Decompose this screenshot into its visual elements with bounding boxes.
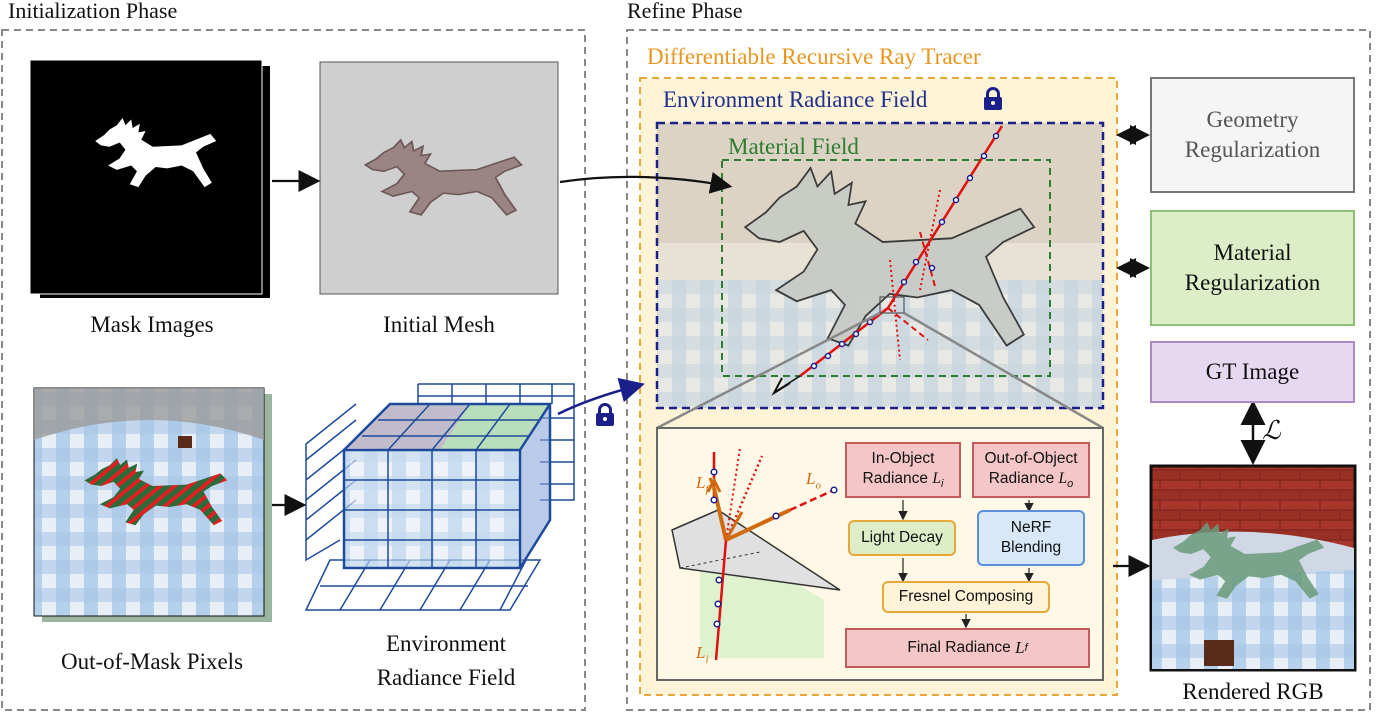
ray-li-symbol: L — [696, 643, 706, 662]
in-object-line2: Radiance — [862, 469, 929, 487]
in-object-radiance-box: In-Object Radiance Li — [845, 442, 961, 498]
light-decay-box: Light Decay — [848, 520, 956, 556]
out-object-line1: Out-of-Object — [984, 449, 1078, 467]
initialization-phase-title: Initialization Phase — [8, 0, 178, 23]
final-radiance-label: Final Radiance — [907, 638, 1011, 656]
detail-flow-arrows — [898, 500, 1034, 629]
rendered-rgb-caption: Rendered RGB — [1182, 679, 1324, 704]
environment-caption-line2: Radiance Field — [376, 665, 516, 690]
refine-phase-title: Refine Phase — [627, 0, 743, 23]
out-object-line2: Radiance — [988, 469, 1055, 487]
ray-label-lo: Lo — [806, 470, 821, 491]
material-field-frame — [721, 159, 1051, 377]
geometry-regularization-line2: Regularization — [1184, 137, 1321, 162]
material-regularization-line1: Material — [1213, 240, 1292, 266]
initial-mesh-caption: Initial Mesh — [383, 312, 495, 337]
in-object-sub: i — [940, 477, 944, 490]
out-of-object-radiance-box: Out-of-Object Radiance Lo — [972, 442, 1090, 498]
loss-symbol: ℒ — [1262, 416, 1281, 445]
lock-icon — [984, 87, 1002, 110]
triangle-ray-sketch — [671, 447, 841, 661]
ray-tracer-title: Differentiable Recursive Ray Tracer — [647, 44, 981, 69]
environment-field-title: Environment Radiance Field — [663, 87, 928, 112]
out-of-mask-caption: Out-of-Mask Pixels — [60, 649, 244, 674]
in-object-symbol: L — [932, 469, 941, 487]
ray-lo-sub: o — [815, 479, 821, 492]
geometry-regularization-line1: Geometry — [1206, 107, 1299, 133]
material-regularization-box: Material Regularization — [1150, 210, 1355, 326]
ray-label-lf: Lf — [696, 474, 709, 495]
geometry-regularization-box: Geometry Regularization — [1150, 77, 1355, 193]
initialization-phase-frame — [1, 29, 586, 711]
flow-arrows — [272, 125, 1266, 577]
initial-mesh — [319, 61, 559, 295]
ray-lf-sub: f — [705, 483, 709, 496]
material-field-title: Material Field — [728, 134, 859, 159]
material-regularization-line2: Regularization — [1184, 270, 1321, 295]
refine-phase-frame — [626, 29, 1371, 711]
fresnel-composing-box: Fresnel Composing — [882, 581, 1050, 613]
final-radiance-symbol: L — [1015, 637, 1025, 657]
environment-radiance-field-frame — [655, 121, 1105, 410]
mask-images — [29, 59, 270, 298]
traced-ray — [771, 125, 1004, 396]
ray-li-sub: i — [705, 653, 709, 666]
out-of-mask-pixels — [33, 387, 272, 622]
zoom-lines — [656, 311, 1104, 430]
mask-images-caption: Mask Images — [90, 312, 214, 337]
rendered-rgb-image — [1149, 464, 1357, 672]
in-object-line1: In-Object — [871, 449, 935, 467]
ray-label-li: Li — [696, 644, 709, 665]
lock-icon — [596, 403, 614, 426]
nerf-line2: Blending — [1000, 539, 1062, 556]
environment-caption-line1: Environment — [385, 631, 507, 656]
ray-lf-symbol: L — [696, 473, 706, 492]
nerf-line1: NeRF — [1010, 518, 1052, 536]
ray-lo-symbol: L — [806, 469, 816, 488]
out-object-symbol: L — [1058, 469, 1068, 487]
out-object-sub: o — [1067, 477, 1074, 490]
nerf-blending-box: NeRF Blending — [977, 510, 1085, 566]
environment-radiance-field-cube — [304, 383, 575, 611]
final-radiance-sub: f — [1024, 641, 1028, 654]
gt-image-box: GT Image — [1150, 341, 1355, 403]
